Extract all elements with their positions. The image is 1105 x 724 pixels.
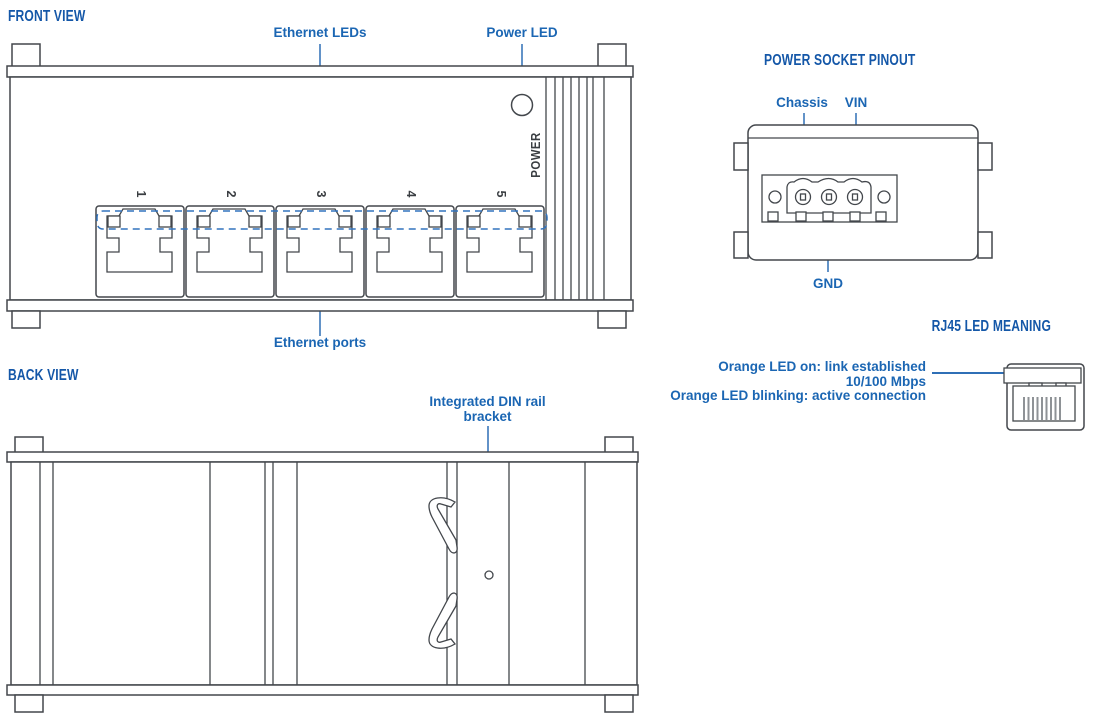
mounting-tab-bottom-left [14, 694, 44, 713]
ethernet-port-3 [275, 205, 365, 298]
rj45-leader-line [932, 372, 1014, 374]
mounting-tab-top-right [597, 43, 627, 68]
connector-teeth [767, 211, 887, 222]
rj45-pins [1023, 397, 1061, 420]
power-text: POWER [528, 132, 543, 178]
ethernet-ports-label: Ethernet ports [273, 335, 367, 350]
top-bar [6, 451, 639, 463]
port-number-2: 2 [224, 190, 238, 198]
ethernet-ports-group [95, 205, 545, 298]
top-bar [6, 65, 634, 78]
rj45-jack-diagram [1003, 363, 1085, 431]
front-view-diagram [6, 43, 634, 336]
vin-label: VIN [844, 95, 868, 110]
side-tab-right-top [977, 142, 993, 171]
bottom-bar [6, 684, 639, 696]
din-bracket-label: Integrated DIN rail bracket [429, 394, 546, 424]
rj45-led-title: RJ45 LED MEANING [931, 318, 1051, 335]
vent-lines [545, 77, 605, 300]
power-socket-diagram [733, 113, 993, 272]
rj45-led-description: Orange LED on: link established 10/100 M… [660, 359, 926, 404]
mounting-tab-bottom-right [604, 694, 634, 713]
back-view-diagram [6, 426, 639, 713]
side-tab-left-top [733, 142, 749, 171]
din-bracket-screw-hole-icon [484, 570, 494, 580]
front-view-title: FRONT VIEW [8, 8, 86, 25]
chassis-label: Chassis [776, 95, 828, 110]
port-number-4: 4 [404, 190, 418, 198]
power-led-label: Power LED [486, 25, 558, 40]
power-socket-title: POWER SOCKET PINOUT [764, 52, 916, 69]
port-number-1: 1 [134, 190, 148, 198]
mounting-tab-top-left [11, 43, 41, 68]
ethernet-leds-label: Ethernet LEDs [273, 25, 367, 40]
back-panel-seams [39, 462, 586, 685]
power-pins [794, 188, 864, 206]
ethernet-led-zone-dashed [96, 210, 548, 230]
port-number-5: 5 [494, 190, 508, 198]
rj45-cavity [1012, 385, 1076, 422]
rj45-led-line-2: 10/100 Mbps [845, 373, 926, 389]
screw-hole-right-icon [877, 190, 891, 204]
ethernet-port-1 [95, 205, 185, 298]
power-led-indicator-icon [510, 93, 534, 117]
ethernet-port-2 [185, 205, 275, 298]
side-tab-left-bottom [733, 231, 749, 259]
port-number-3: 3 [314, 190, 328, 198]
rj45-led-line-1: Orange LED on: link established [718, 359, 926, 374]
din-rail-clip-icon [428, 497, 458, 649]
bottom-bar [6, 299, 634, 312]
side-tab-right-bottom [977, 231, 993, 259]
rj45-led-line-3: Orange LED blinking: active connection [670, 388, 926, 403]
screw-hole-left-icon [768, 190, 782, 204]
gnd-label: GND [813, 276, 843, 291]
mounting-tab-bottom-left [11, 310, 41, 329]
ethernet-port-5 [455, 205, 545, 298]
ethernet-port-4 [365, 205, 455, 298]
rj45-led-strip [1003, 367, 1082, 384]
back-view-title: BACK VIEW [8, 367, 79, 384]
mounting-tab-bottom-right [597, 310, 627, 329]
back-device-body [10, 461, 638, 686]
